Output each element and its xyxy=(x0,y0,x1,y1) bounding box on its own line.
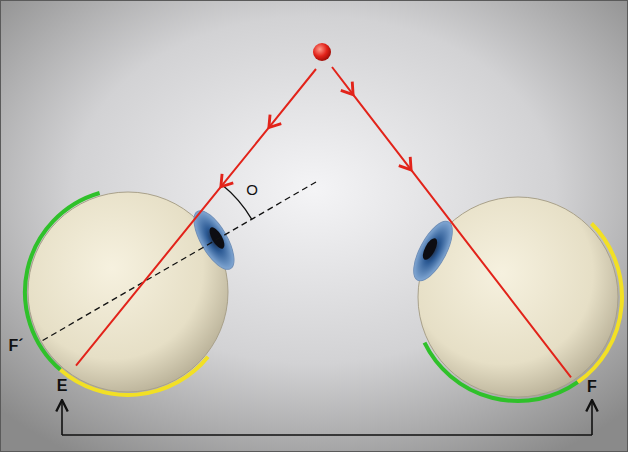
bracket-line xyxy=(62,434,592,436)
left-pupil xyxy=(207,225,228,251)
point-label: E xyxy=(57,378,68,394)
object-point xyxy=(313,43,331,61)
light-ray xyxy=(332,67,571,377)
right-pupil xyxy=(420,236,440,262)
visual-axis xyxy=(40,182,316,342)
bracket-arrow xyxy=(61,400,63,435)
yellow-retina-arc xyxy=(578,224,622,383)
light-ray xyxy=(76,69,316,366)
point-label: F´ xyxy=(8,338,23,354)
yellow-retina-arc xyxy=(60,357,208,395)
bracket-arrow xyxy=(591,400,593,435)
point-label: F xyxy=(587,379,597,395)
left-iris xyxy=(186,205,242,275)
green-retina-arc xyxy=(25,193,100,370)
right-iris xyxy=(406,216,460,286)
angle-label: O xyxy=(246,182,258,197)
green-retina-arc xyxy=(425,343,578,401)
